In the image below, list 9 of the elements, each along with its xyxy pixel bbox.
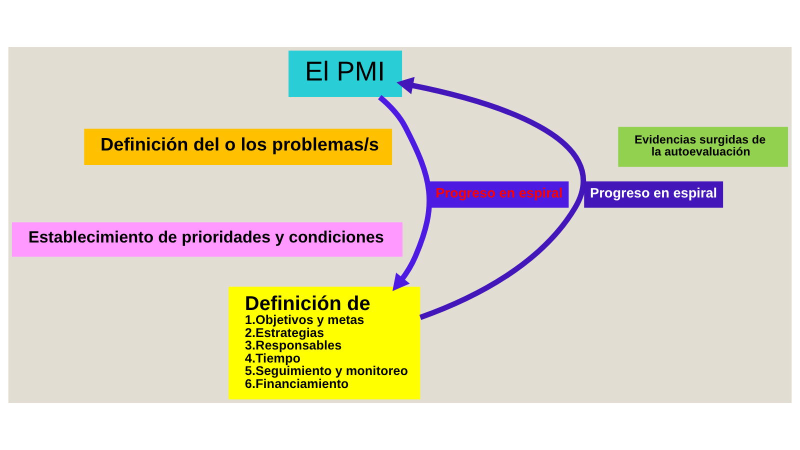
node-box: Definición de 1.Objetivos y metas 2.Estrategias 3.Responsables 4.Tiempo 5.Seguimiento y monitoreo 6.Financiamiento [228,286,420,400]
node-box: Evidencias surgidas de la autoevaluación [618,126,788,167]
node-box: El PMI [288,50,402,97]
edge-label: Progreso en espiral [436,185,563,200]
node-box: Establecimiento de prioridades y condiciones [12,222,402,257]
arrow [378,95,432,292]
edge-label: Progreso en espiral [590,185,718,200]
arrow [396,76,586,320]
node-box: Definición del o los problemas/s [84,128,392,166]
